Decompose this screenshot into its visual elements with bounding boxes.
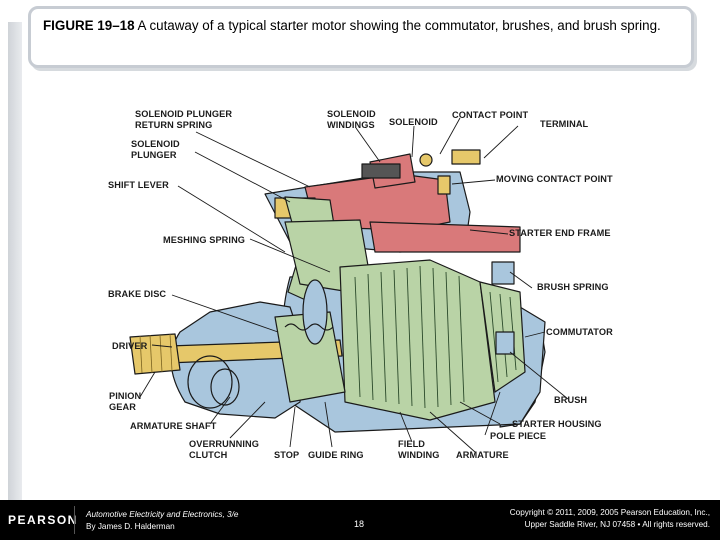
copyright-line-1: Copyright © 2011, 2009, 2005 Pearson Edu…	[509, 508, 710, 517]
slide: FIGURE 19–18 A cutaway of a typical star…	[8, 6, 694, 500]
label-guide-ring: GUIDE RING	[308, 450, 364, 460]
label-commutator: COMMUTATOR	[546, 327, 613, 337]
caption-box: FIGURE 19–18 A cutaway of a typical star…	[28, 6, 694, 68]
footer-bar: PEARSON Automotive Electricity and Elect…	[0, 500, 720, 540]
label-contact-point: CONTACT POINT	[452, 110, 529, 120]
page-number: 18	[354, 519, 365, 529]
copyright: Copyright © 2011, 2009, 2005 Pearson Edu…	[510, 507, 710, 531]
label-armature-shaft: ARMATURE SHAFT	[130, 421, 217, 431]
label-meshing-spring: MESHING SPRING	[163, 235, 246, 245]
book-author: By James D. Halderman	[86, 522, 175, 531]
label-shift-lever: SHIFT LEVER	[108, 180, 169, 190]
label-driver: DRIVER	[112, 341, 148, 351]
label-armature: ARMATURE	[456, 450, 509, 460]
label-terminal: TERMINAL	[540, 119, 589, 129]
book-info: Automotive Electricity and Electronics, …	[86, 509, 238, 533]
book-title: Automotive Electricity and Electronics, …	[86, 510, 239, 519]
label-moving-contact-point: MOVING CONTACT POINT	[496, 174, 613, 184]
copyright-line-2: Upper Saddle River, NJ 07458 • All right…	[524, 520, 710, 529]
label-starter-housing: STARTER HOUSING	[512, 419, 602, 429]
footer-divider	[74, 506, 75, 534]
pearson-logo: PEARSON	[8, 513, 78, 527]
figure-caption: FIGURE 19–18 A cutaway of a typical star…	[43, 17, 677, 34]
label-pole-piece: POLE PIECE	[490, 431, 547, 441]
label-stop: STOP	[274, 450, 300, 460]
label-brush-spring: BRUSH SPRING	[537, 282, 609, 292]
figure-id: FIGURE 19–18	[43, 18, 135, 33]
starter-cutaway-illustration	[129, 117, 569, 453]
caption-body: A cutaway of a typical starter motor sho…	[134, 18, 661, 33]
label-brush: BRUSH	[554, 395, 588, 405]
label-starter-end-frame: STARTER END FRAME	[509, 228, 611, 238]
decorative-rail	[8, 22, 22, 500]
label-solenoid: SOLENOID	[389, 117, 438, 127]
label-brake-disc: BRAKE DISC	[108, 289, 167, 299]
